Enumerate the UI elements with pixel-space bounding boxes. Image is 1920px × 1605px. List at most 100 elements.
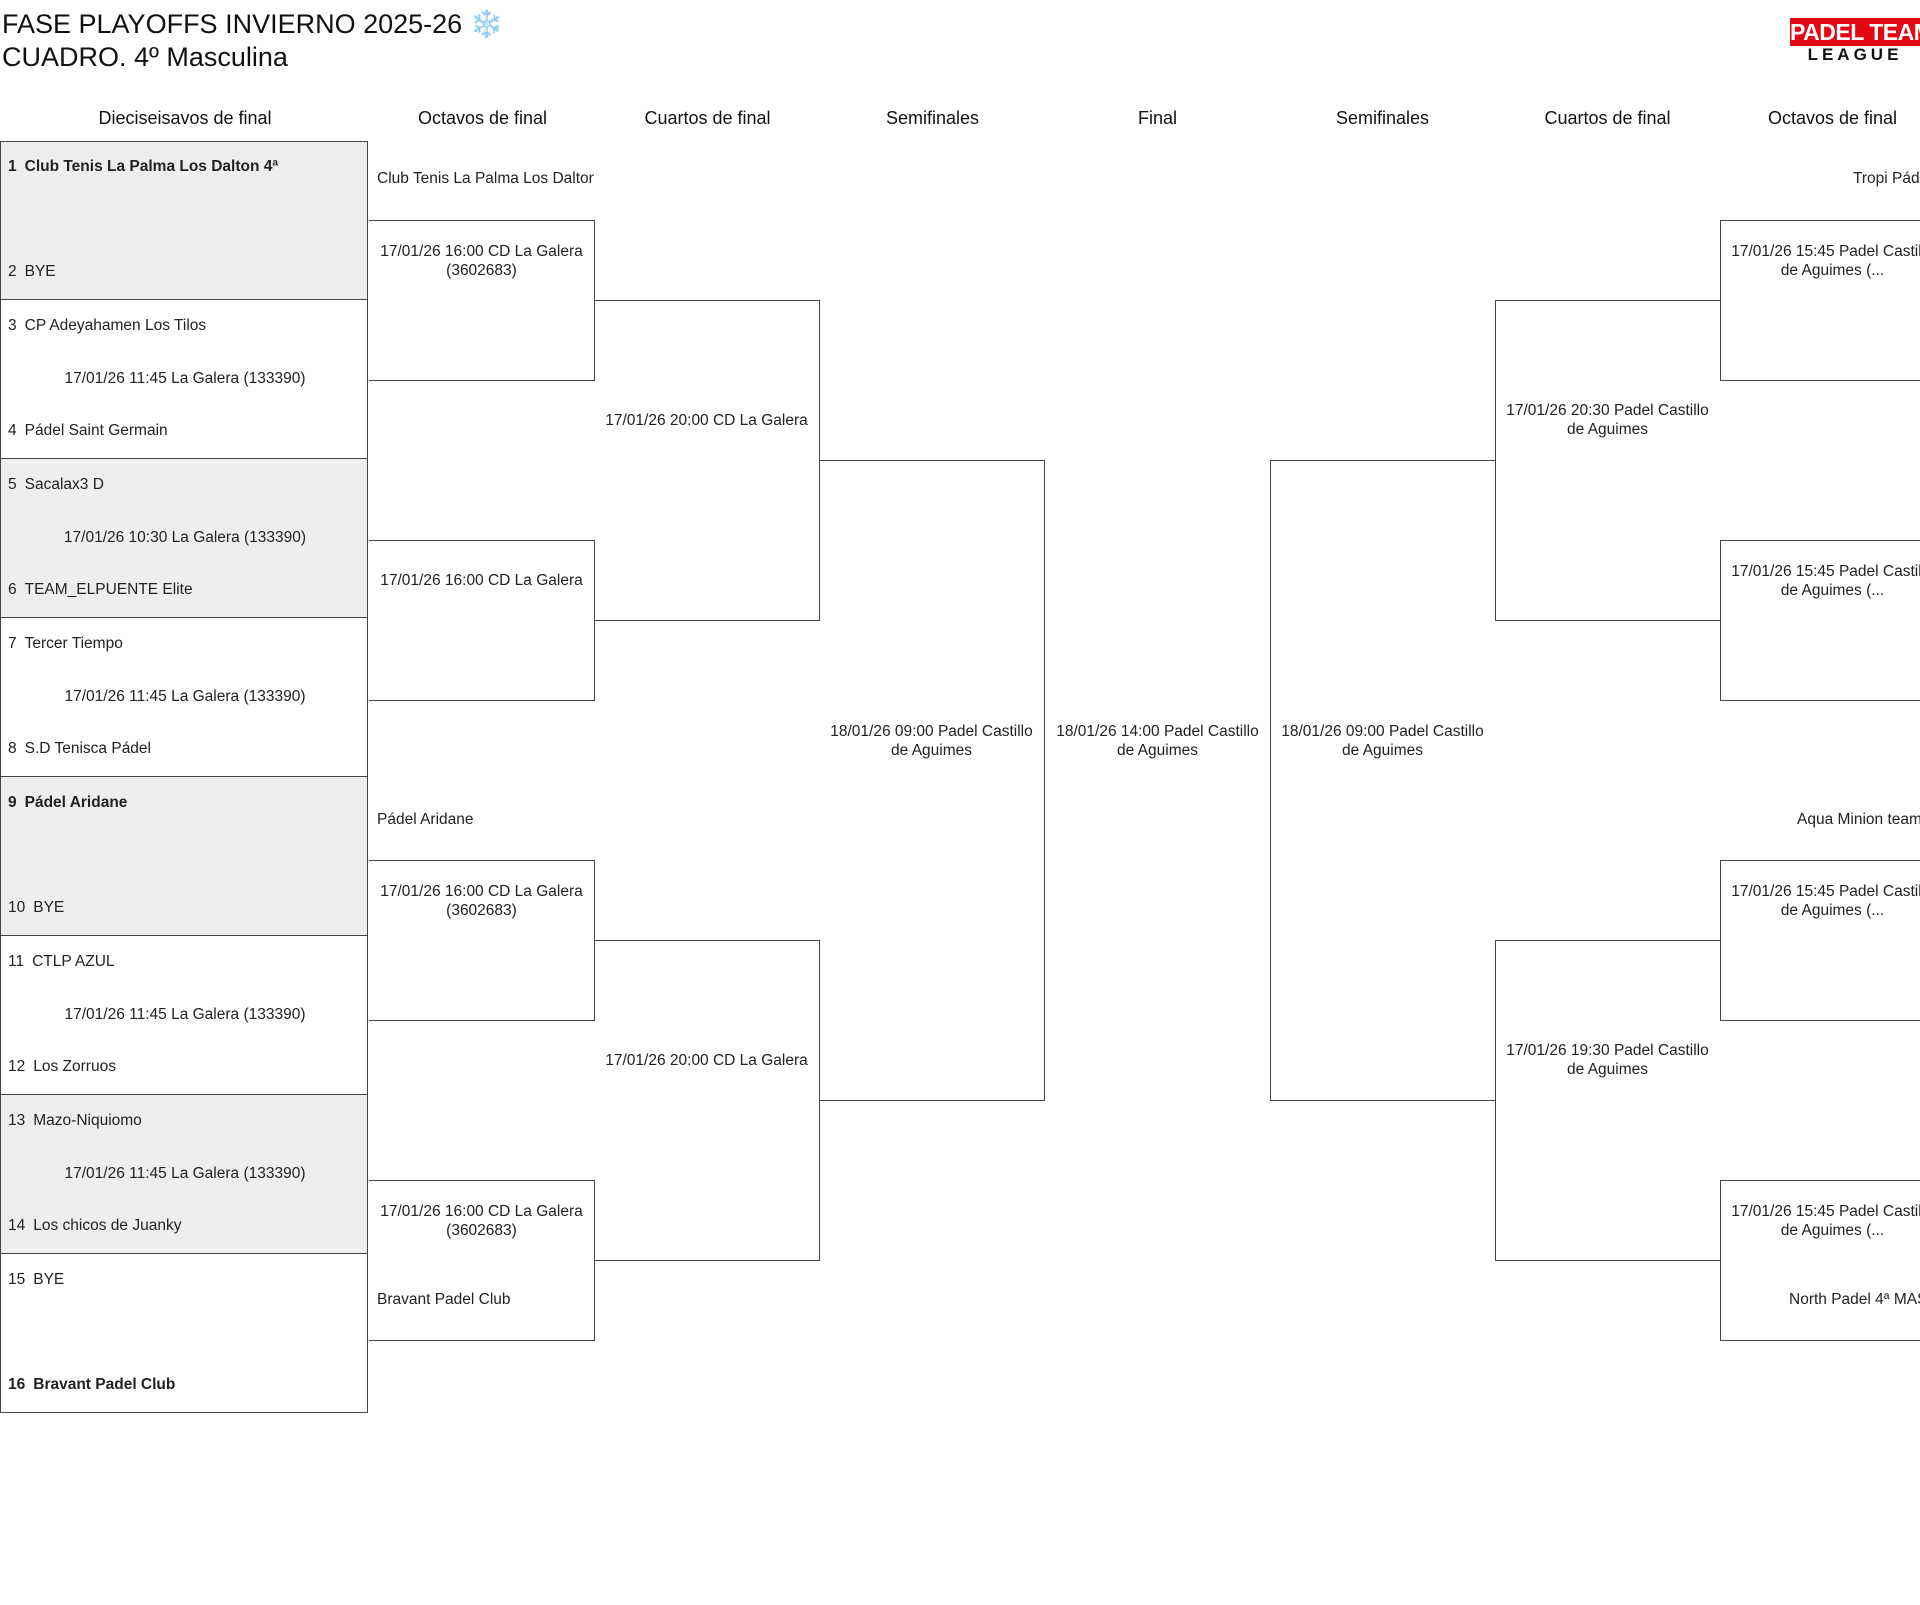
r32-match-4[interactable]: 7 Tercer Tiempo 17/01/26 11:45 La Galera … <box>0 617 368 777</box>
page-header: FASE PLAYOFFS INVIERNO 2025-26 ❄️ CUADRO… <box>2 8 503 74</box>
seed-number: 13 <box>8 1112 26 1129</box>
r16-left-match-2[interactable] <box>369 540 595 701</box>
qf-left-match-2[interactable] <box>594 940 820 1261</box>
team-name: Mazo-Niquiomo <box>33 1112 142 1129</box>
seed-number: 12 <box>8 1058 26 1075</box>
match-info: 17/01/26 16:00 CD La Galera (3602683) <box>380 243 583 279</box>
page-subtitle: CUADRO. 4º Masculina <box>2 42 288 72</box>
team-entry: 14 Los chicos de Juanky <box>8 1217 181 1235</box>
match-time: 17/01/26 11:45 La Galera (133390) <box>64 1165 306 1182</box>
r32-match-7[interactable]: 13 Mazo-Niquiomo 17/01/26 11:45 La Galera… <box>0 1094 368 1254</box>
match-time: 17/01/26 11:45 La Galera (133390) <box>64 688 306 705</box>
match-time: 17/01/26 11:45 La Galera (133390) <box>64 1006 306 1023</box>
round-label-r16-left: Octavos de final <box>417 108 548 128</box>
team-name: Club Tenis La Palma Los Dalton 4ª <box>24 158 279 175</box>
team-entry: 4 Pádel Saint Germain <box>8 422 168 440</box>
team-name: BYE <box>33 1271 65 1288</box>
team-entry: 6 TEAM_ELPUENTE Elite <box>8 581 193 599</box>
team-entry: 13 Mazo-Niquiomo <box>8 1112 142 1130</box>
advancing-team: Tropi Pádel <box>1853 170 1920 187</box>
advancing-team: Pádel Aridane <box>377 811 474 828</box>
sf-right-match[interactable] <box>1270 460 1495 1101</box>
seed-number: 1 <box>8 158 17 175</box>
team-name: BYE <box>24 263 56 280</box>
team-entry: 5 Sacalax3 D <box>8 476 104 494</box>
r16-right-match-3[interactable] <box>1720 860 1920 1021</box>
seed-number: 16 <box>8 1376 26 1393</box>
r32-match-2[interactable]: 3 CP Adeyahamen Los Tilos 17/01/26 11:45 … <box>0 299 368 459</box>
final-match-info: 18/01/26 14:00 Padel Castillo de Aguimes <box>1056 723 1259 759</box>
round-label-sf-left: Semifinales <box>885 108 980 128</box>
match-info: 17/01/26 16:00 CD La Galera (3602683) <box>380 883 583 919</box>
seed-number: 3 <box>8 317 17 334</box>
team-name: Los Zorruos <box>33 1058 116 1075</box>
qf-right-match-2[interactable] <box>1495 940 1721 1261</box>
match-info: 17/01/26 15:45 Padel Castillo de Aguimes… <box>1731 563 1920 599</box>
seed-number: 5 <box>8 476 17 493</box>
match-info: 17/01/26 15:45 Padel Castillo de Aguimes… <box>1731 883 1920 919</box>
match-info: 17/01/26 20:30 Padel Castillo de Aguimes <box>1506 402 1709 438</box>
team-name: S.D Tenisca Pádel <box>24 740 151 757</box>
team-entry: 8 S.D Tenisca Pádel <box>8 740 151 758</box>
r16-right-match-4[interactable] <box>1720 1180 1920 1341</box>
qf-right-match-1[interactable] <box>1495 300 1721 621</box>
advancing-team: Bravant Padel Club <box>377 1291 511 1308</box>
r32-match-8[interactable]: 15 BYE 16 Bravant Padel Club <box>0 1253 368 1413</box>
match-info: 17/01/26 16:00 CD La Galera (3602683) <box>380 1203 583 1239</box>
qf-left-match-1[interactable] <box>594 300 820 621</box>
match-time: 17/01/26 10:30 La Galera (133390) <box>63 529 307 546</box>
team-entry: 3 CP Adeyahamen Los Tilos <box>8 317 206 335</box>
logo-text-bottom: LEAGUE <box>1807 45 1903 64</box>
team-name: CTLP AZUL <box>32 953 115 970</box>
advancing-team: Aqua Minion team <box>1797 811 1920 828</box>
seed-number: 10 <box>8 899 26 916</box>
team-name: CP Adeyahamen Los Tilos <box>24 317 207 334</box>
padel-team-league-logo: PADEL TEAM LEAGUE <box>1790 18 1920 64</box>
sf-left-match[interactable] <box>819 460 1045 1101</box>
match-info: 18/01/26 09:00 Padel Castillo de Aguimes <box>830 723 1033 759</box>
advancing-team: North Padel 4ª MAS <box>1789 1291 1920 1308</box>
seed-number: 14 <box>8 1217 26 1234</box>
team-entry: 9 Pádel Aridane <box>8 794 127 812</box>
seed-number: 11 <box>8 953 25 970</box>
r32-match-5[interactable]: 9 Pádel Aridane 10 BYE <box>0 776 368 936</box>
team-name: Tercer Tiempo <box>24 635 123 652</box>
team-name: Pádel Aridane <box>24 794 128 811</box>
match-info: 17/01/26 19:30 Padel Castillo de Aguimes <box>1506 1042 1709 1078</box>
round-label-final: Final <box>1137 108 1177 128</box>
team-name: BYE <box>33 899 65 916</box>
seed-number: 2 <box>8 263 17 280</box>
seed-number: 7 <box>8 635 17 652</box>
match-info: 17/01/26 20:00 CD La Galera <box>605 412 808 429</box>
round-label-r16-right: Octavos de final <box>1767 108 1898 128</box>
match-time: 17/01/26 11:45 La Galera (133390) <box>64 370 306 387</box>
match-info: 18/01/26 09:00 Padel Castillo de Aguimes <box>1281 723 1484 759</box>
round-label-qf-left: Cuartos de final <box>644 108 771 128</box>
team-entry: 12 Los Zorruos <box>8 1058 116 1076</box>
r16-right-match-1[interactable] <box>1720 220 1920 381</box>
seed-number: 8 <box>8 740 17 757</box>
round-label-qf-right: Cuartos de final <box>1544 108 1671 128</box>
seed-number: 15 <box>8 1271 26 1288</box>
r32-match-1[interactable]: 1 Club Tenis La Palma Los Dalton 4ª 2 BYE <box>0 141 368 300</box>
round-label-sf-right: Semifinales <box>1335 108 1430 128</box>
seed-number: 4 <box>8 422 17 439</box>
advancing-team: Club Tenis La Palma Los Dalton 4ª <box>377 170 594 187</box>
match-info: 17/01/26 15:45 Padel Castillo de Aguimes… <box>1731 1203 1920 1239</box>
team-name: Los chicos de Juanky <box>33 1217 182 1234</box>
team-entry: 7 Tercer Tiempo <box>8 635 123 653</box>
r16-right-match-2[interactable] <box>1720 540 1920 701</box>
r32-match-6[interactable]: 11 CTLP AZUL 17/01/26 11:45 La Galera (13… <box>0 935 368 1095</box>
team-name: Sacalax3 D <box>24 476 104 493</box>
seed-number: 9 <box>8 794 17 811</box>
team-name: TEAM_ELPUENTE Elite <box>24 581 193 598</box>
match-info: 17/01/26 15:45 Padel Castillo de Aguimes… <box>1731 243 1920 279</box>
match-info: 17/01/26 20:00 CD La Galera <box>605 1052 808 1069</box>
seed-number: 6 <box>8 581 17 598</box>
team-entry: 1 Club Tenis La Palma Los Dalton 4ª <box>8 158 278 176</box>
team-entry: 10 BYE <box>8 899 64 917</box>
team-name: Bravant Padel Club <box>33 1376 176 1393</box>
r32-match-3[interactable]: 5 Sacalax3 D 17/01/26 10:30 La Galera (13… <box>0 458 368 618</box>
team-entry: 2 BYE <box>8 263 56 281</box>
team-name: Pádel Saint Germain <box>24 422 168 439</box>
